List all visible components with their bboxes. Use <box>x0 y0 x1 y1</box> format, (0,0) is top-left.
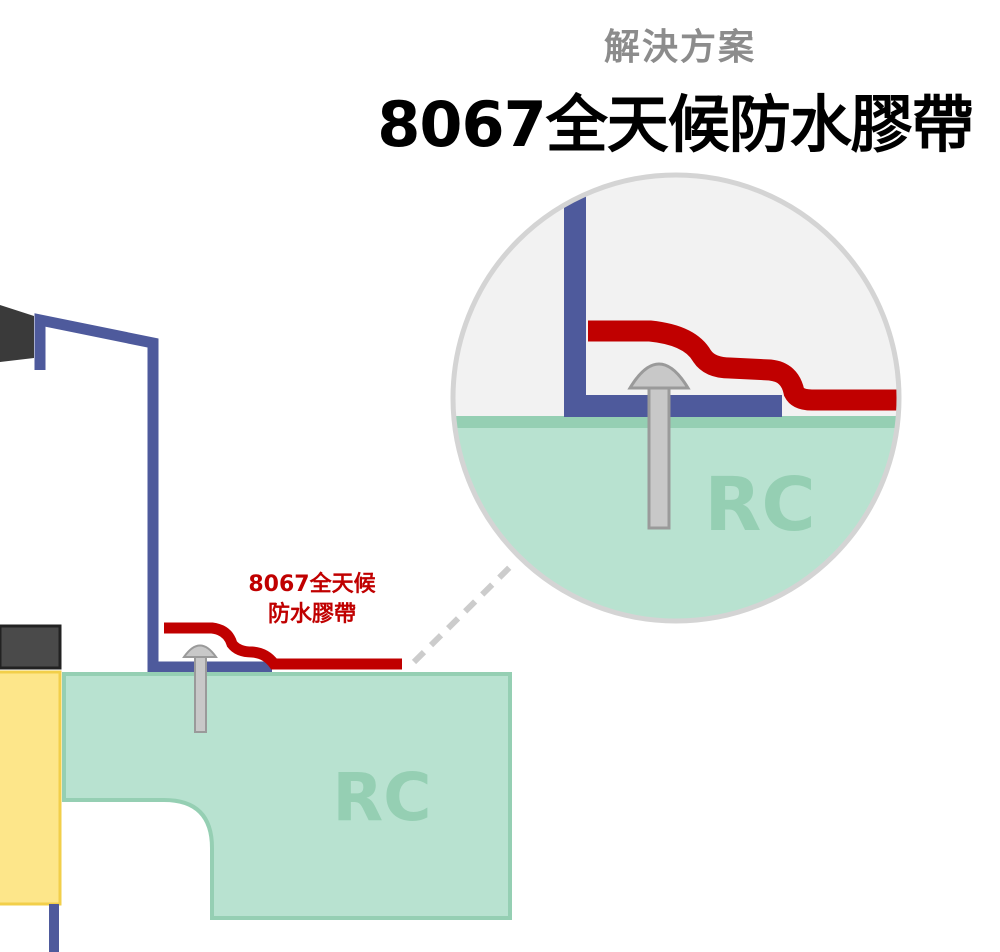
tape-callout-line2: 防水膠帶 <box>267 602 356 627</box>
yellow-wall <box>0 670 62 906</box>
waterproof-tape-zoom <box>588 320 899 411</box>
window-frame-zoom <box>564 190 782 417</box>
rc-label-zoom: RC <box>704 462 815 548</box>
wall-cap-block <box>0 624 62 670</box>
rc-label-main: RC <box>332 759 431 836</box>
zoom-circle-border <box>450 172 902 624</box>
page-title: 8067全天候防水膠帶 <box>377 88 974 161</box>
subtitle: 解決方案 <box>603 27 756 68</box>
screw-head-zoom <box>627 362 691 390</box>
screw-shaft-zoom <box>647 382 671 530</box>
screw-head-main <box>182 644 218 658</box>
rc-concrete-slab <box>62 672 512 920</box>
window-frame-profile <box>34 313 272 673</box>
tape-callout: 8067全天候 防水膠帶 <box>232 570 392 630</box>
waterproof-tape-main <box>164 622 402 670</box>
rc-concrete-zoom <box>453 420 899 621</box>
screw-shaft-main <box>194 654 207 733</box>
window-frame-upper <box>0 305 34 362</box>
zoom-leader-line <box>411 562 515 665</box>
tape-callout-line1: 8067全天候 <box>248 572 376 597</box>
